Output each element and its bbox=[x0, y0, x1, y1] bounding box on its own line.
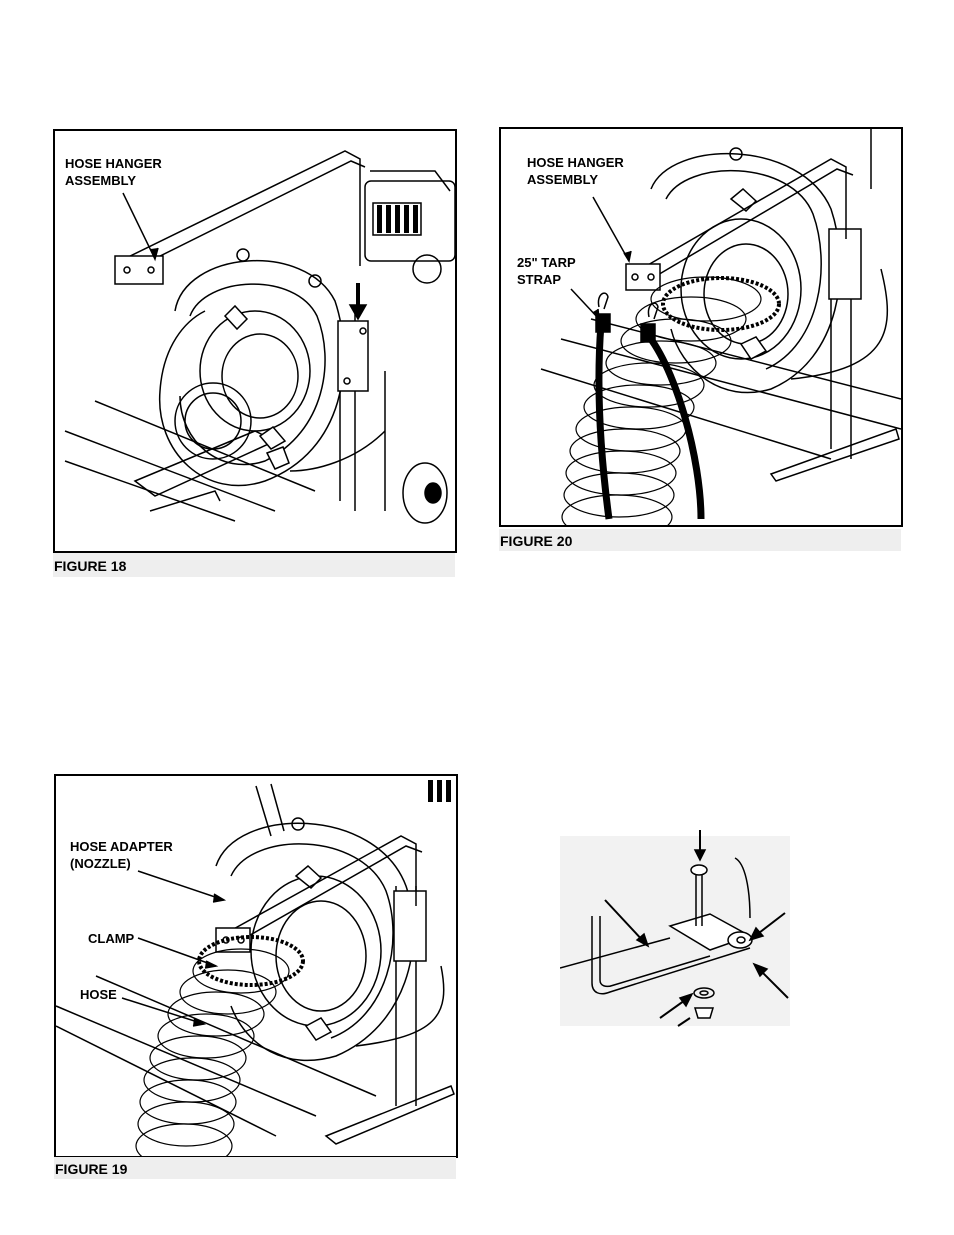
figure-20-illustration bbox=[501, 129, 901, 525]
figure-18-illustration bbox=[55, 131, 455, 551]
figure-19-illustration bbox=[56, 776, 456, 1156]
callout-hose: HOSE bbox=[80, 986, 117, 1003]
figure-19: HOSE ADAPTER (NOZZLE) CLAMP HOSE bbox=[54, 774, 458, 1158]
callout-hose-hanger-assembly: HOSE HANGER ASSEMBLY bbox=[65, 155, 162, 189]
callout-hose-hanger-assembly: HOSE HANGER ASSEMBLY bbox=[527, 154, 624, 188]
figure-19-caption: FIGURE 19 bbox=[55, 1161, 127, 1177]
bracket-detail-illustration bbox=[560, 828, 795, 1028]
figure-20: HOSE HANGER ASSEMBLY 25" TARP STRAP bbox=[499, 127, 903, 527]
figure-18-caption: FIGURE 18 bbox=[54, 558, 126, 574]
callout-clamp: CLAMP bbox=[88, 930, 134, 947]
callout-hose-adapter-nozzle: HOSE ADAPTER (NOZZLE) bbox=[70, 838, 173, 872]
bracket-detail-figure bbox=[560, 828, 795, 1028]
figure-18: HOSE HANGER ASSEMBLY bbox=[53, 129, 457, 553]
callout-tarp-strap: 25" TARP STRAP bbox=[517, 254, 576, 288]
figure-20-caption: FIGURE 20 bbox=[500, 533, 572, 549]
